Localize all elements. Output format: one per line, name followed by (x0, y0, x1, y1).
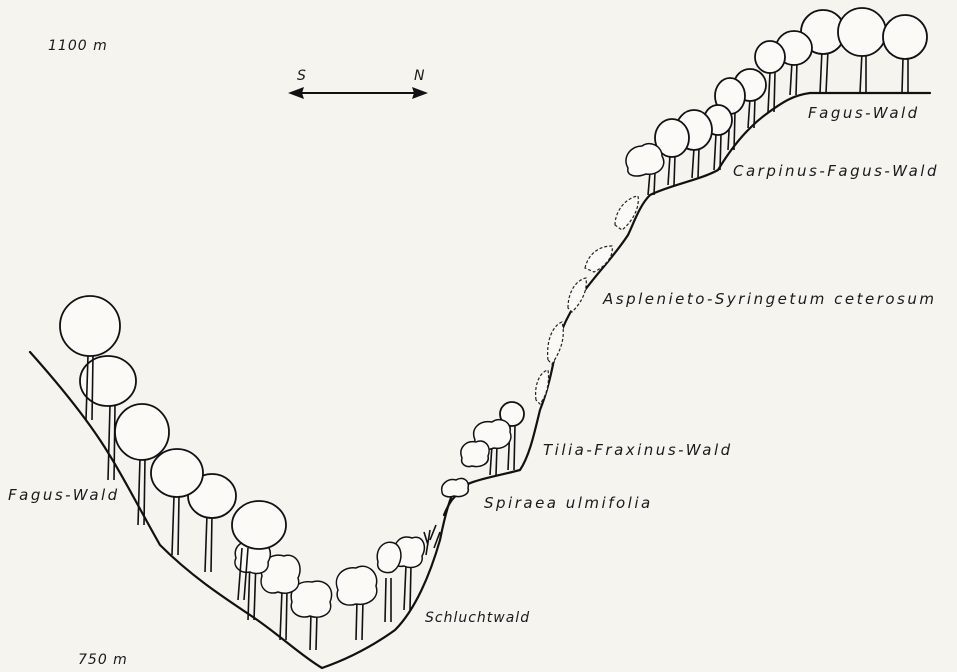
arrow-north-head-icon (412, 87, 428, 99)
label-carpinus-fagus-wald: Carpinus-Fagus-Wald (733, 162, 939, 180)
label-asplenieto-syringetum: Asplenieto-Syringetum ceterosum (602, 290, 937, 308)
compass-north-label: N (414, 68, 425, 84)
label-tilia-fraxinus-wald: Tilia-Fraxinus-Wald (543, 441, 733, 459)
label-spiraea-ulmifolia: Spiraea ulmifolia (484, 494, 653, 512)
elevation-bottom-label: 750 m (78, 652, 128, 668)
label-schluchtwald: Schluchtwald (425, 610, 530, 626)
label-fagus-wald-south: Fagus-Wald (8, 486, 120, 504)
arrow-south-head-icon (288, 87, 304, 99)
compass-south-label: S (297, 68, 307, 84)
schluchtwald-forest (235, 537, 424, 650)
tilia-fraxinus-forest (461, 402, 524, 475)
compass-arrow: S N (288, 68, 428, 99)
elevation-top-label: 1100 m (48, 38, 108, 54)
fagus-forest-north (755, 8, 927, 112)
label-fagus-wald-north: Fagus-Wald (808, 104, 920, 122)
